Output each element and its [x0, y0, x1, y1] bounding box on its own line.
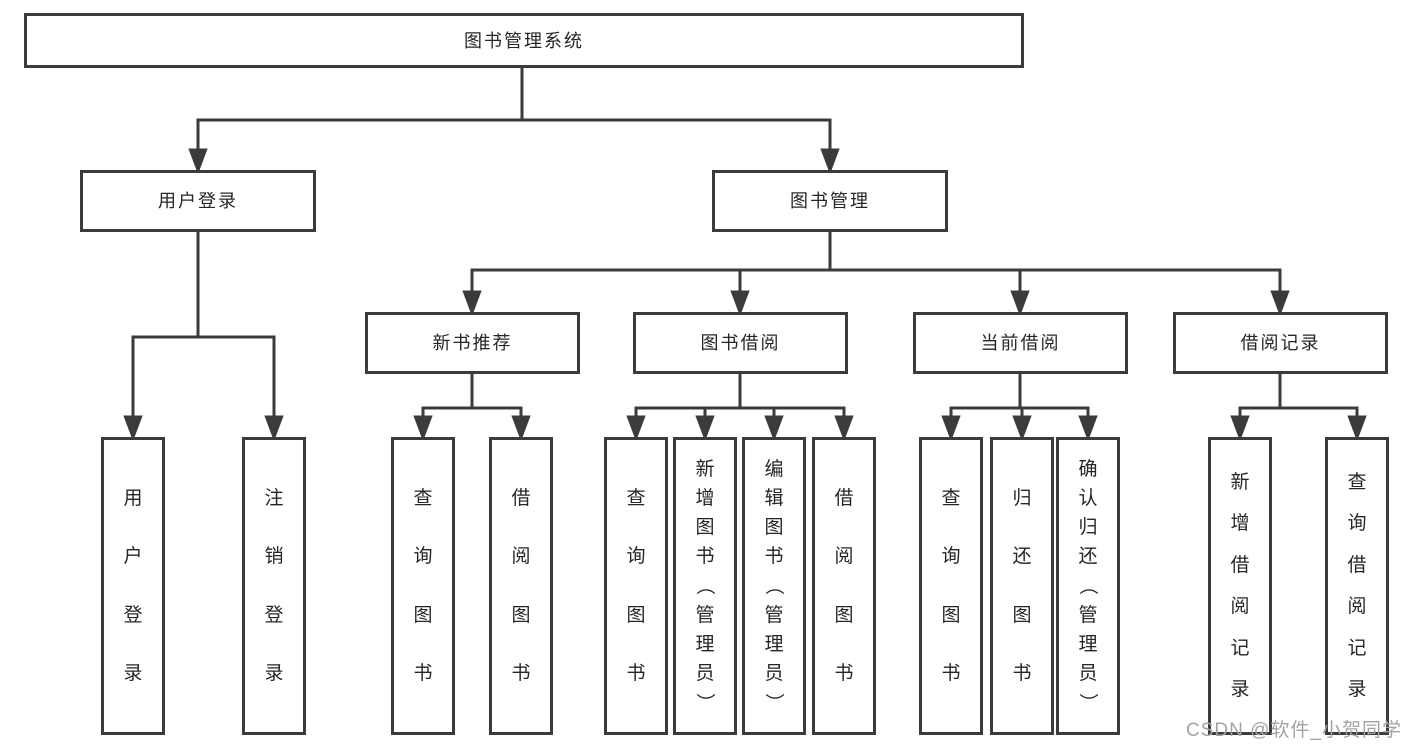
node-new-book-recommendation: 新书推荐 — [365, 312, 580, 374]
node-current-borrowing: 当前借阅 — [913, 312, 1128, 374]
node-label: 用户登录 — [158, 191, 238, 211]
connector-book-borrowing-children — [626, 374, 854, 442]
csdn-watermark: CSDN @软件_小贺同学 — [1186, 720, 1402, 741]
leaf-logout: 注销登录 — [242, 437, 306, 735]
node-label: 借阅记录 — [1240, 333, 1321, 353]
connector-book-management-children — [462, 232, 1290, 317]
node-book-management: 图书管理 — [712, 170, 948, 232]
leaf-confirm-return-admin: 确认归还（管理员） — [1056, 437, 1120, 735]
connector-borrowing-records-children — [1230, 374, 1367, 442]
leaf-query-borrow-record: 查询借阅记录 — [1325, 437, 1389, 735]
node-label: 图书管理系统 — [464, 30, 584, 51]
node-label: 图书借阅 — [700, 333, 781, 353]
leaf-borrow-books-recommendation: 借阅图书 — [489, 437, 553, 735]
leaf-borrow-books: 借阅图书 — [812, 437, 876, 735]
leaf-add-book-admin: 新增图书（管理员） — [673, 437, 737, 735]
node-library-management-system: 图书管理系统 — [24, 13, 1024, 68]
node-label: 当前借阅 — [980, 333, 1061, 353]
leaf-return-book: 归还图书 — [990, 437, 1054, 735]
node-user-login: 用户登录 — [80, 170, 316, 232]
leaf-query-books-borrowing: 查询图书 — [604, 437, 668, 735]
node-label: 图书管理 — [790, 191, 870, 211]
leaf-user-login: 用户登录 — [101, 437, 165, 735]
node-label: 新书推荐 — [432, 333, 513, 353]
connector-current-borrowing-children — [941, 374, 1098, 442]
connector-user-login-children — [123, 232, 284, 442]
node-borrowing-records: 借阅记录 — [1173, 312, 1388, 374]
leaf-add-borrow-record: 新增借阅记录 — [1208, 437, 1272, 735]
leaf-edit-book-admin: 编辑图书（管理员） — [742, 437, 806, 735]
leaf-query-books-current: 查询图书 — [919, 437, 983, 735]
connector-new-book-recommendation-children — [413, 374, 531, 442]
connector-root-to-level2 — [188, 68, 840, 175]
node-book-borrowing: 图书借阅 — [633, 312, 848, 374]
leaf-query-books-recommendation: 查询图书 — [391, 437, 455, 735]
